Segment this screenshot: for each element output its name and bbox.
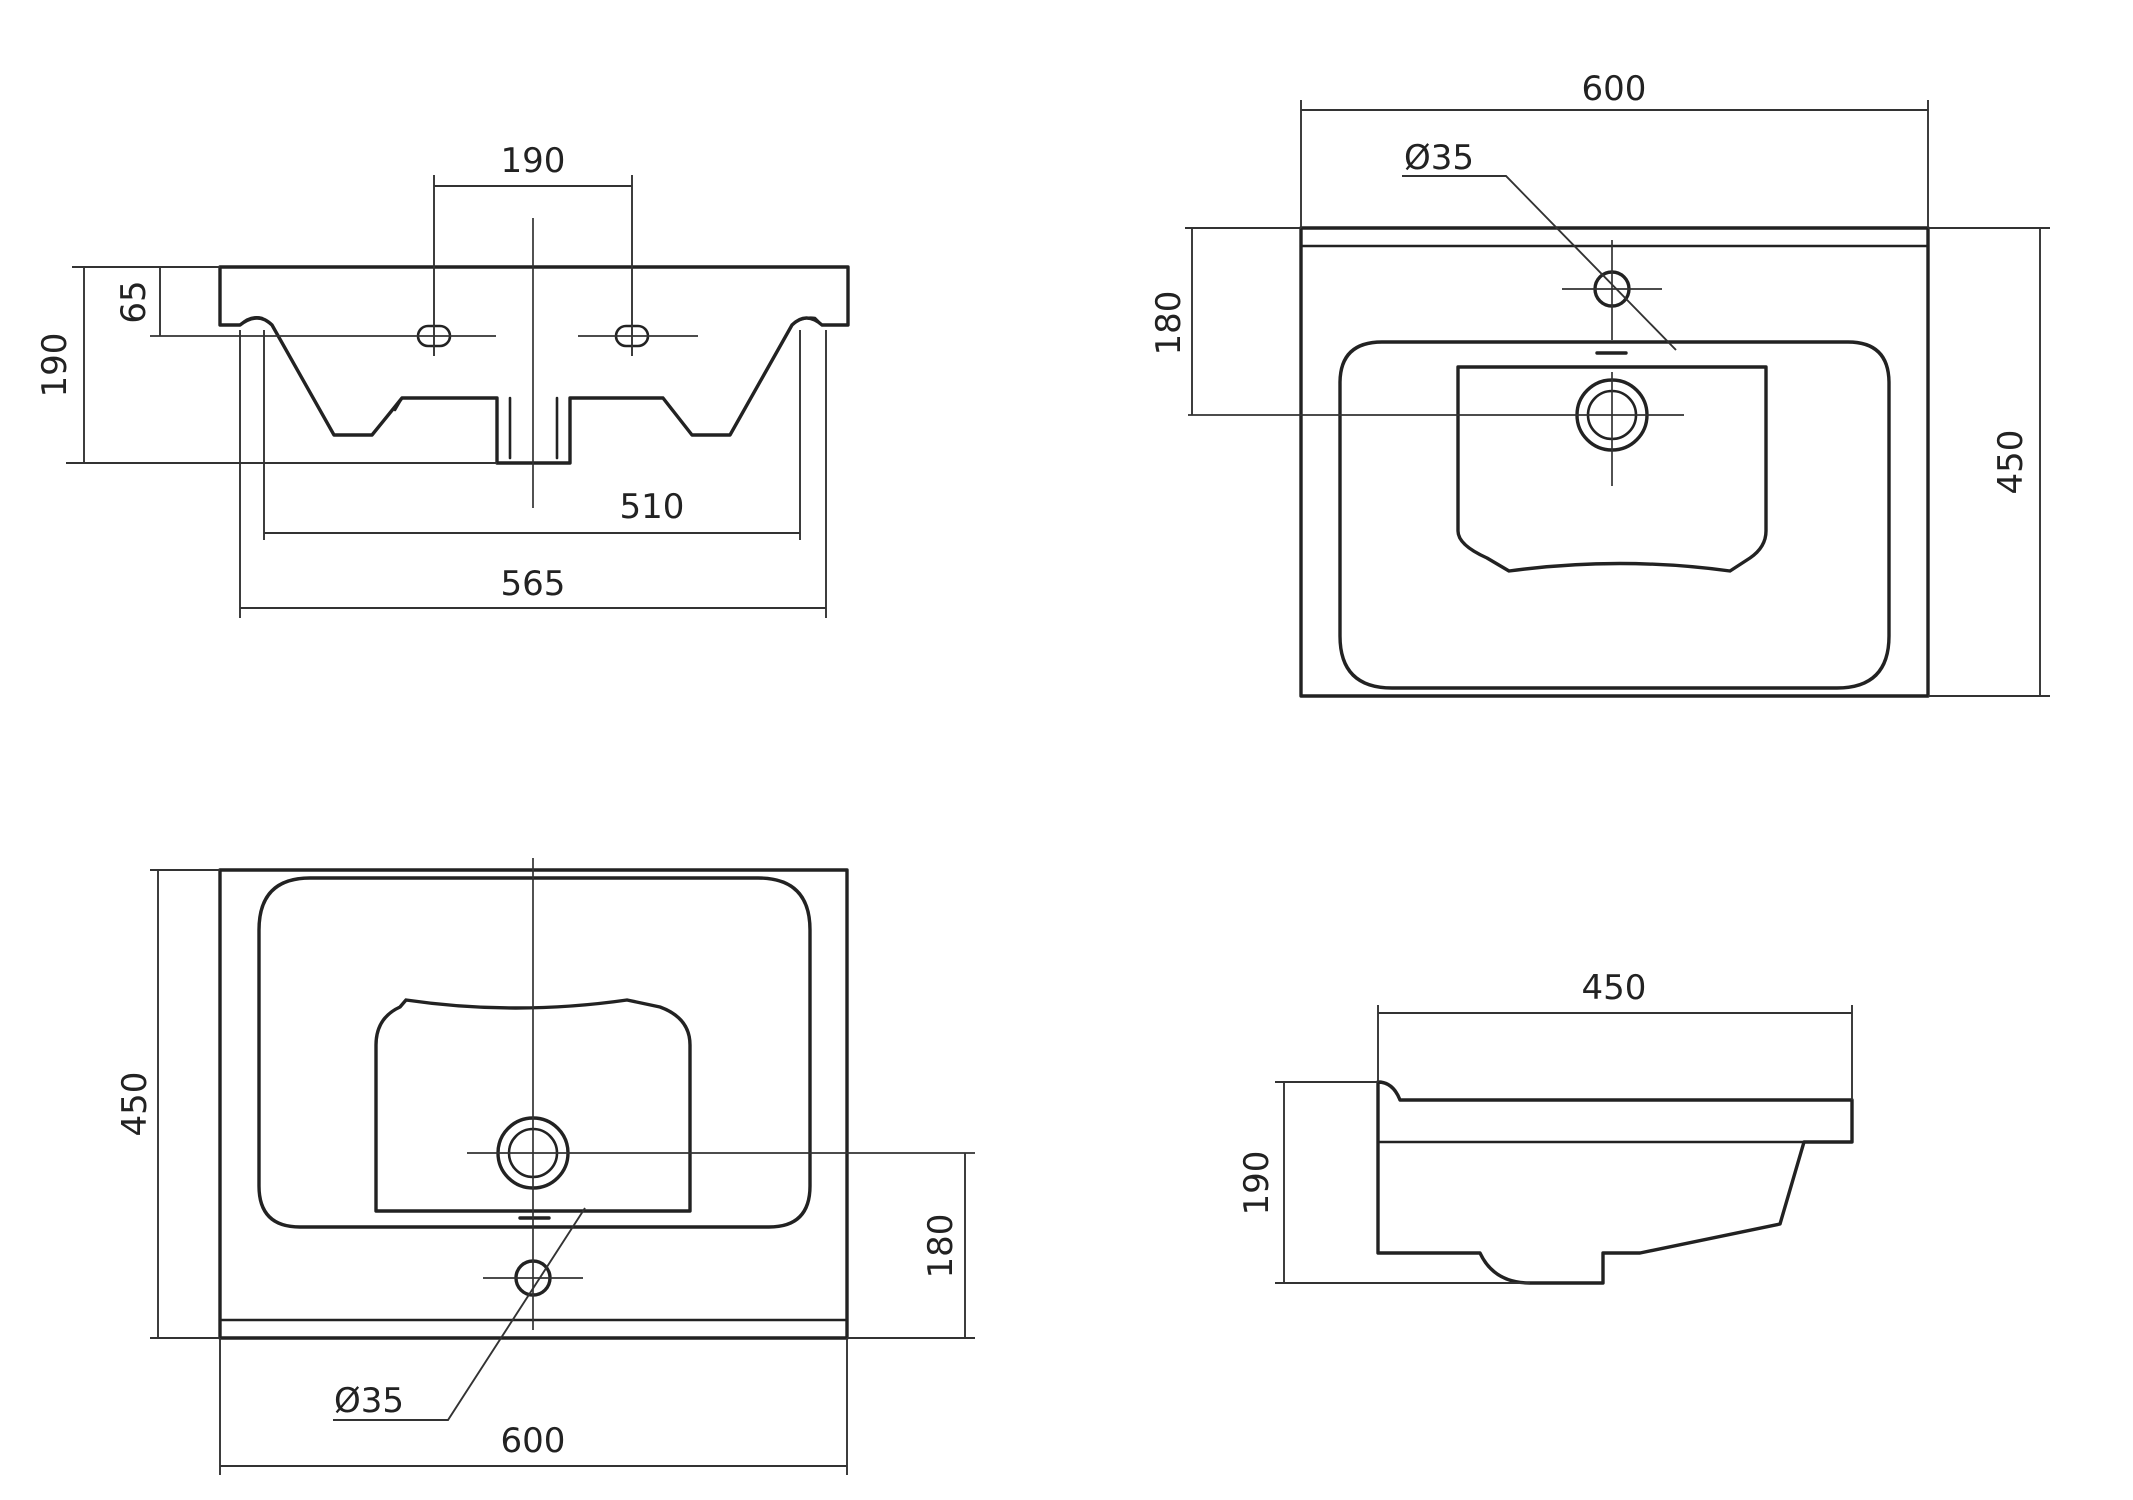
front-drain-channel bbox=[508, 396, 559, 460]
top-right-width-label: 600 bbox=[1582, 69, 1647, 109]
top-right-bowl-outline bbox=[1338, 340, 1891, 690]
front-basin-outline bbox=[218, 265, 850, 465]
side-height-label: 190 bbox=[1237, 1151, 1277, 1216]
front-height-label: 190 bbox=[35, 333, 75, 398]
front-outer-width-label: 565 bbox=[501, 564, 566, 604]
front-right-lip bbox=[790, 316, 824, 327]
top-left-bowl-outline bbox=[257, 876, 812, 1229]
top-right-drain-offset-label: 180 bbox=[1149, 291, 1189, 356]
side-view-outline bbox=[1376, 1080, 1854, 1285]
top-view-right: 600 Ø35 180 450 bbox=[1149, 69, 2050, 698]
top-right-tap-label: Ø35 bbox=[1404, 138, 1474, 178]
top-left-basin-floor bbox=[374, 998, 692, 1213]
front-hole-spacing-label: 190 bbox=[501, 141, 566, 181]
top-right-depth-label: 450 bbox=[1991, 430, 2031, 495]
front-drain-shelf bbox=[393, 396, 674, 412]
top-right-tap-leader bbox=[1402, 175, 1677, 351]
top-left-depth-label: 450 bbox=[115, 1072, 155, 1137]
top-left-tap-label: Ø35 bbox=[334, 1381, 404, 1421]
side-depth-label: 450 bbox=[1582, 968, 1647, 1008]
top-left-drain-offset-label: 180 bbox=[921, 1214, 961, 1279]
top-view-left: 450 180 Ø35 600 bbox=[115, 858, 975, 1475]
front-left-lip bbox=[238, 316, 274, 327]
top-left-width-label: 600 bbox=[501, 1421, 566, 1461]
front-rim-label: 65 bbox=[114, 280, 154, 323]
top-left-tap-leader bbox=[333, 1207, 586, 1421]
top-right-basin-floor bbox=[1456, 365, 1768, 573]
front-inner-width-label: 510 bbox=[620, 487, 685, 527]
side-view: 450 190 bbox=[1237, 968, 1854, 1285]
front-section-view: 190 190 65 510 565 bbox=[35, 141, 850, 618]
top-right-outer-edge bbox=[1299, 226, 1930, 698]
